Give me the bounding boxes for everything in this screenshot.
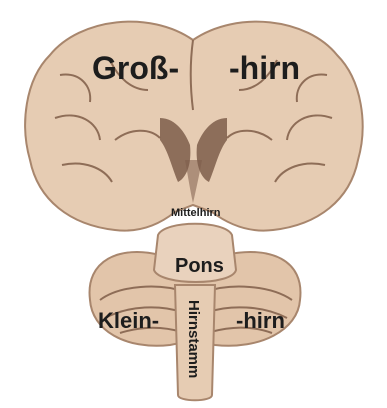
cerebrum [25, 22, 362, 231]
label-hirnstamm: Hirnstamm [186, 300, 201, 378]
label-grosshirn-right: -hirn [229, 52, 300, 84]
label-mittelhirn: Mittelhirn [171, 208, 221, 219]
label-pons: Pons [175, 256, 224, 276]
label-kleinhirn-left: Klein- [98, 310, 159, 332]
label-grosshirn-left: Groß- [92, 52, 179, 84]
label-kleinhirn-right: -hirn [236, 310, 285, 332]
